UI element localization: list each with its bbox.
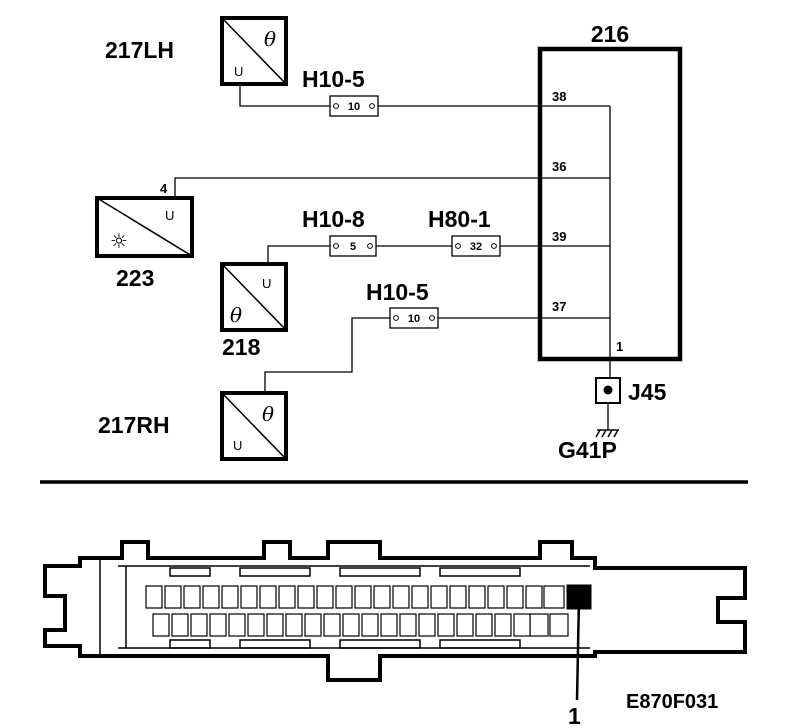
connector-h80-1: H80-1 32 bbox=[428, 206, 501, 257]
connector-h10-5-top-pin: 10 bbox=[348, 101, 360, 113]
top-row-cavity bbox=[430, 585, 448, 609]
theta-icon: θ bbox=[264, 27, 276, 51]
bottom-row-cavity bbox=[323, 613, 341, 637]
bottom-row-cavity bbox=[152, 613, 170, 637]
sensor-218-u: U bbox=[262, 276, 271, 291]
bottom-row-cavity bbox=[228, 613, 246, 637]
wire-218-h10-8 bbox=[267, 245, 330, 262]
sensor-217lh-label: 217LH bbox=[105, 37, 174, 63]
wire-217rh-h10-5 bbox=[264, 317, 390, 392]
bottom-row-cavity bbox=[361, 613, 379, 637]
wire-217lh-38 bbox=[239, 84, 330, 107]
top-row-cavity bbox=[373, 585, 391, 609]
top-row-cavity bbox=[468, 585, 486, 609]
bottom-row-cavity bbox=[247, 613, 265, 637]
sensor-223: U ☼ bbox=[95, 196, 194, 258]
bottom-row-cavity bbox=[456, 613, 474, 637]
large-cavity bbox=[549, 613, 569, 637]
sun-icon: ☼ bbox=[110, 229, 128, 253]
bottom-row-cavity bbox=[209, 613, 227, 637]
top-row-cavity bbox=[525, 585, 543, 609]
ground-icon bbox=[595, 429, 619, 438]
ecu-pin-38: 38 bbox=[552, 89, 566, 104]
top-row-cavity bbox=[202, 585, 220, 609]
ecu-pin-37: 37 bbox=[552, 299, 566, 314]
junction-j45 bbox=[595, 377, 621, 404]
large-cavity bbox=[543, 585, 565, 609]
top-row-cavity bbox=[240, 585, 258, 609]
figure-code: E870F031 bbox=[626, 691, 718, 713]
bottom-row-cavity bbox=[399, 613, 417, 637]
ecu-pin-39: 39 bbox=[552, 229, 566, 244]
large-cavity bbox=[529, 613, 549, 637]
junction-j45-label: J45 bbox=[628, 379, 667, 405]
top-row-cavity bbox=[183, 585, 201, 609]
ground-g41p-label: G41P bbox=[558, 437, 617, 463]
sensor-217lh-u: U bbox=[234, 64, 243, 79]
connector-h10-5-top-label: H10-5 bbox=[302, 66, 365, 92]
connector-h80-1-label: H80-1 bbox=[428, 206, 491, 232]
connector-h10-5-bottom-pin: 10 bbox=[408, 313, 420, 325]
top-row-cavity bbox=[449, 585, 467, 609]
ecu-pin-36: 36 bbox=[552, 159, 566, 174]
top-row-cavity bbox=[335, 585, 353, 609]
sensor-217rh-label: 217RH bbox=[98, 412, 170, 438]
wire-223-36 bbox=[174, 177, 610, 198]
connector-pin-row-bottom bbox=[152, 613, 531, 637]
connector-h10-5-bottom-label: H10-5 bbox=[366, 279, 429, 305]
ecu-216-box bbox=[537, 46, 683, 362]
connector-h10-5-bottom: H10-5 10 bbox=[366, 279, 439, 329]
connector-h10-8: H10-8 5 bbox=[302, 206, 377, 257]
bottom-row-cavity bbox=[342, 613, 360, 637]
sensor-217lh: θ U bbox=[220, 16, 288, 86]
top-row-cavity bbox=[278, 585, 296, 609]
top-row-cavity bbox=[259, 585, 277, 609]
sensor-223-u: U bbox=[165, 208, 174, 223]
theta-icon: θ bbox=[262, 402, 274, 426]
top-row-cavity bbox=[392, 585, 410, 609]
top-row-cavity bbox=[506, 585, 524, 609]
connector-h10-8-pin: 5 bbox=[350, 241, 356, 253]
bottom-row-cavity bbox=[171, 613, 189, 637]
connector-h80-1-pin: 32 bbox=[470, 241, 482, 253]
bottom-row-cavity bbox=[304, 613, 322, 637]
connector-housing bbox=[43, 540, 747, 682]
top-row-cavity bbox=[354, 585, 372, 609]
bottom-row-cavity bbox=[437, 613, 455, 637]
sensor-218-label: 218 bbox=[222, 334, 261, 360]
bottom-row-cavity bbox=[513, 613, 531, 637]
bottom-row-cavity bbox=[266, 613, 284, 637]
ecu-216-label: 216 bbox=[591, 21, 629, 47]
sensor-223-label: 223 bbox=[116, 265, 154, 291]
callout-leader bbox=[575, 597, 581, 701]
bottom-row-cavity bbox=[190, 613, 208, 637]
top-row-cavity bbox=[221, 585, 239, 609]
sensor-217rh: θ U bbox=[220, 391, 288, 461]
connector-h10-5-top: H10-5 10 bbox=[302, 66, 379, 117]
top-row-cavity bbox=[411, 585, 429, 609]
top-row-cavity bbox=[145, 585, 163, 609]
callout-label-1: 1 bbox=[568, 703, 581, 728]
connector-housing-details bbox=[99, 560, 590, 654]
connector-pin-row-top bbox=[145, 585, 569, 637]
sensor-217rh-u: U bbox=[233, 438, 242, 453]
top-row-cavity bbox=[316, 585, 334, 609]
top-row-cavity bbox=[164, 585, 182, 609]
bottom-row-cavity bbox=[285, 613, 303, 637]
bottom-row-cavity bbox=[418, 613, 436, 637]
bottom-row-cavity bbox=[380, 613, 398, 637]
connector-h10-8-label: H10-8 bbox=[302, 206, 365, 232]
bottom-row-cavity bbox=[494, 613, 512, 637]
top-row-cavity bbox=[487, 585, 505, 609]
wires bbox=[174, 84, 611, 430]
theta-icon: θ bbox=[230, 303, 242, 327]
sensor-223-pin-4: 4 bbox=[160, 181, 168, 196]
top-row-cavity bbox=[297, 585, 315, 609]
ecu-pin-1: 1 bbox=[616, 339, 623, 354]
sensor-218: U θ bbox=[220, 262, 288, 332]
bottom-row-cavity bbox=[475, 613, 493, 637]
